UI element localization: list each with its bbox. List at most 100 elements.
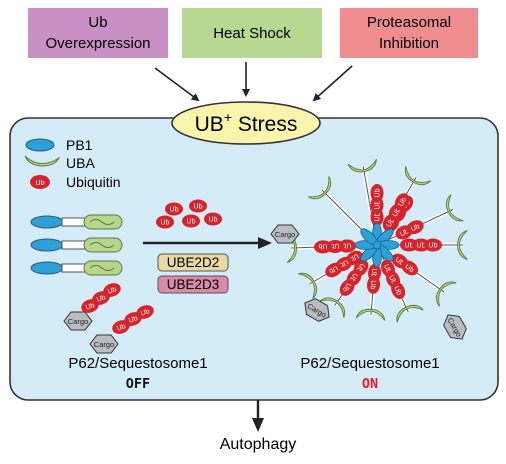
ubiquitin-icon: Ub [112,320,130,334]
uba-icon [347,159,377,173]
ubiquitin-label: Ub [382,263,392,274]
ubiquitin-label: Ub [375,200,382,209]
stressor-label-line2: Inhibition [379,35,439,52]
ubiquitin-label: Ub [116,323,127,333]
ubiquitin-icon: Ub [165,202,183,216]
legend-uba-icon [24,155,61,167]
cargo-icon: Cargo [304,298,330,322]
stressor-heat-shock: Heat Shock [182,8,322,58]
ubiquitin-label: Ub [96,294,107,304]
stressor-proteasomal-inhibition: Proteasomal Inhibition [340,8,478,58]
ubiquitin-icon: Ub [325,262,343,278]
ubiquitin-label: Ub [85,302,96,312]
ubiquitin-label: Ub [410,223,421,233]
ubiquitin-label: Ub [107,286,118,296]
ubiquitin-icon: Ub [406,220,424,235]
ubiquitin-icon: Ub [156,215,174,229]
uba-icon [319,297,346,318]
cargo-label: Cargo [275,230,295,239]
cargo-icon: Cargo [443,314,467,340]
ubiquitin-icon: Ub [182,214,200,228]
ubiquitin-label: Ub [405,243,414,250]
stress-base: UB [195,113,224,136]
p62-monomer [30,237,123,253]
ubiquitin-label: Ub [386,217,397,228]
ubiquitin-label: Ub [387,274,397,285]
ubiquitin-label: Ub [404,263,415,274]
uba-icon [396,304,424,323]
ubiquitin-icon: Ub [103,283,121,297]
ubiquitin-label: Ub [170,207,179,214]
stress-label: Stress [232,113,297,136]
ubiquitin-icon: Ub [401,260,419,276]
uba-icon [355,308,386,321]
cargo-label: Cargo [94,340,114,349]
cargo-icon: Cargo [63,311,93,331]
ubiquitin-label: Ub [375,188,382,197]
ubiquitin-label: Ub [399,228,410,238]
cargo-icon: Cargo [89,334,119,354]
ubiquitin-label: Ub [348,252,359,263]
enzyme-ube2d2: UBE2D2 [157,253,229,272]
stressor-label-line2: Overexpression [45,35,150,52]
legend-ubiquitin-icon [30,175,50,189]
stress-superscript: + [224,109,232,125]
stressor-label-line1: Ub [88,14,107,31]
right-state-status: ON [362,376,378,392]
cargo-icon: Cargo [270,224,300,244]
ubiquitin-label: Ub [140,308,151,318]
ubiquitin-icon: Ub [366,275,381,294]
ubiquitin-icon: Ub [204,212,222,226]
uba-icon [445,194,464,222]
ubiquitin-icon: Ub [314,240,333,254]
legend-pb1-icon [25,138,55,152]
ubiquitin-label: Ub [330,242,339,249]
ubiquitin-label: Ub [187,219,196,226]
p62-monomers [30,214,123,276]
enzyme-label: UBE2D3 [167,277,220,292]
uba-icon [298,272,318,300]
autophagy-label: Autophagy [220,436,297,453]
pb1-core [354,222,400,268]
ubiquitin-label: Ub [355,262,366,273]
legend-ubiquitin-label: Ubiquitin [66,174,120,190]
ubiquitin-label: Ub [348,272,359,283]
ubiquitin-label: Ub [398,196,409,207]
p62-monomer [30,214,123,230]
legend: PB1 UBA Ub Ubiquitin [24,137,120,190]
uba-icon [404,166,432,186]
ubiquitin-label: Ub [128,315,139,325]
ubiquitin-label: Ub [341,281,352,292]
ubiquitin-label: Ub [392,207,403,218]
p62-monomer [30,260,123,276]
ubiquitin-label: Ub [392,285,402,296]
ubiquitin-label: Ub [429,243,438,250]
legend-uba-label: UBA [66,155,95,171]
uba-icon [435,281,457,307]
ubiquitin-icon: Ub [424,238,442,252]
legend-pb1-label: PB1 [66,137,93,153]
uba-icon [457,230,468,260]
left-state-name: P62/Sequestosome1 [68,355,207,372]
ubiquitin-label: Ub [417,243,426,250]
stressor-ub-overexpression: Ub Overexpression [28,8,168,58]
ubiquitin-icon: Ub [136,305,154,319]
ubiquitin-icon: Ub [370,184,384,202]
stressor-label: Heat Shock [213,25,291,42]
ubiquitin-label: Ub [338,258,349,269]
enzyme-ube2d3: UBE2D3 [157,275,229,294]
legend-ubiquitin-icon-text: Ub [36,180,45,187]
ubiquitin-icon: Ub [391,281,406,299]
right-state-name: P62/Sequestosome1 [300,355,439,372]
ubiquitin-icon: Ub [339,279,355,296]
ubiquitin-label: Ub [394,256,405,267]
enzyme-label: UBE2D2 [167,255,220,270]
svg-text:UB+ Stress: UB+ Stress [195,109,298,136]
ubiquitin-label: Ub [327,264,338,275]
